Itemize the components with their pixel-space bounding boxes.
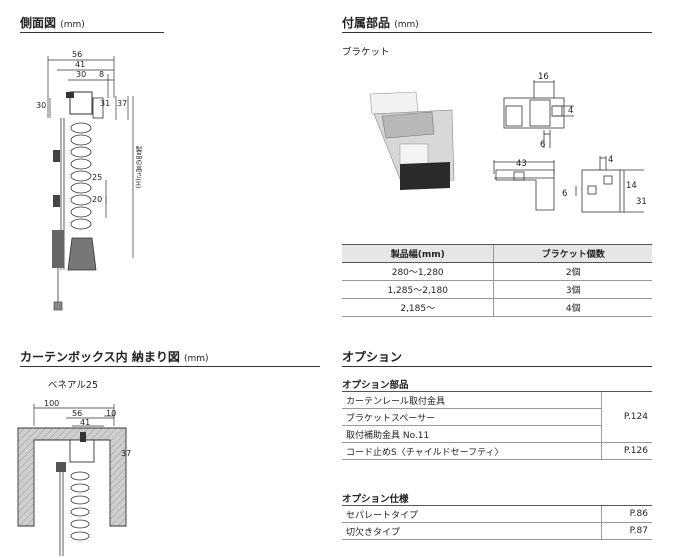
table-row: セパレートタイプ P.86 <box>342 505 652 523</box>
width-cell: 2,185〜 <box>342 298 494 317</box>
side-view-title: 側面図 (mm) <box>20 16 85 30</box>
bracket-count-table: 製品幅(mm) ブラケット個数 280〜1,280 2個 1,285〜2,180… <box>342 244 652 317</box>
width-cell: 280〜1,280 <box>342 262 494 281</box>
table-row: 280〜1,280 2個 <box>342 262 652 281</box>
width-cell: 1,285〜2,180 <box>342 280 494 299</box>
box-view-title: カーテンボックス内 納まり図 (mm) <box>20 350 209 364</box>
bracket-dim-31: 31 <box>636 197 647 207</box>
bracket-dim-4a: 4 <box>568 106 573 116</box>
option-spec-label: 切欠きタイプ <box>342 522 602 540</box>
options-title: オプション <box>342 350 403 364</box>
dim-25: 25 <box>92 173 102 182</box>
option-parts-title: オプション部品 <box>342 380 409 391</box>
dim-31: 31 <box>100 99 110 108</box>
bracket-drawings: 16 4 6 43 4 6 14 31 <box>493 72 647 213</box>
table-row: 2,185〜 4個 <box>342 298 652 317</box>
option-part-label: 取付補助金具 No.11 <box>342 425 602 443</box>
box-dim-41: 41 <box>80 418 90 427</box>
dim-20: 20 <box>92 195 102 204</box>
count-cell: 3個 <box>493 280 652 299</box>
box-view-rule <box>20 366 320 367</box>
side-view-drawing: 56 41 30 8 30 31 37 25 20 製品の高さ(H) <box>36 50 142 311</box>
table-row: カーテンレール取付金具 P.124 <box>342 391 652 443</box>
bracket-photo <box>369 91 455 190</box>
option-part-label: ブラケットスペーサー <box>342 408 602 426</box>
accessories-rule <box>342 32 652 33</box>
table-header-row: 製品幅(mm) ブラケット個数 <box>342 244 652 263</box>
count-cell: 2個 <box>493 262 652 281</box>
option-part-label: カーテンレール取付金具 <box>342 391 602 409</box>
box-dim-56: 56 <box>72 409 82 418</box>
option-spec-label: セパレートタイプ <box>342 505 602 523</box>
dim-30: 30 <box>76 70 86 79</box>
option-spec-page: P.86 <box>601 505 652 523</box>
table-row: 1,285〜2,180 3個 <box>342 280 652 299</box>
option-specs-title: オプション仕様 <box>342 494 409 505</box>
accessories-title: 付属部品 (mm) <box>342 16 419 30</box>
count-cell: 4個 <box>493 298 652 317</box>
height-label: 製品の高さ(H) <box>134 145 142 189</box>
bracket-label: ブラケット <box>342 47 390 58</box>
box-dim-37: 37 <box>121 449 131 458</box>
product-name: ベネアル25 <box>48 380 98 391</box>
table-row: コード止めS〈チャイルドセーフティ〉 P.126 <box>342 442 652 460</box>
header-product-width: 製品幅(mm) <box>342 244 494 263</box>
option-part-page: P.124 <box>601 391 652 443</box>
bracket-dim-43: 43 <box>516 159 527 169</box>
bracket-dim-6a: 6 <box>540 140 545 150</box>
option-spec-page: P.87 <box>601 522 652 540</box>
option-specs-table: セパレートタイプ P.86 切欠きタイプ P.87 <box>342 505 652 540</box>
option-part-page: P.126 <box>601 442 652 460</box>
bracket-dim-16: 16 <box>538 72 549 82</box>
dim-56: 56 <box>72 50 82 59</box>
options-rule <box>342 366 652 367</box>
box-dim-10: 10 <box>106 409 116 418</box>
side-view-rule <box>20 32 164 33</box>
option-parts-table: カーテンレール取付金具 P.124 ブラケットスペーサー 取付補助金具 No.1… <box>342 391 652 460</box>
bracket-dim-14: 14 <box>626 181 637 191</box>
table-row: ブラケットスペーサー <box>342 408 652 426</box>
box-dim-100: 100 <box>44 399 59 408</box>
dim-8: 8 <box>99 70 104 79</box>
table-row: 取付補助金具 No.11 <box>342 425 652 443</box>
option-part-label: コード止めS〈チャイルドセーフティ〉 <box>342 442 602 460</box>
bracket-dim-6b: 6 <box>562 189 567 199</box>
header-bracket-count: ブラケット個数 <box>493 244 652 263</box>
table-row: 切欠きタイプ P.87 <box>342 522 652 540</box>
dim-37: 37 <box>117 99 127 108</box>
curtain-box-drawing: 100 56 41 10 37 <box>17 399 131 556</box>
dim-41: 41 <box>75 60 85 69</box>
bracket-dim-4b: 4 <box>608 155 613 165</box>
dim-30-left: 30 <box>36 101 46 110</box>
